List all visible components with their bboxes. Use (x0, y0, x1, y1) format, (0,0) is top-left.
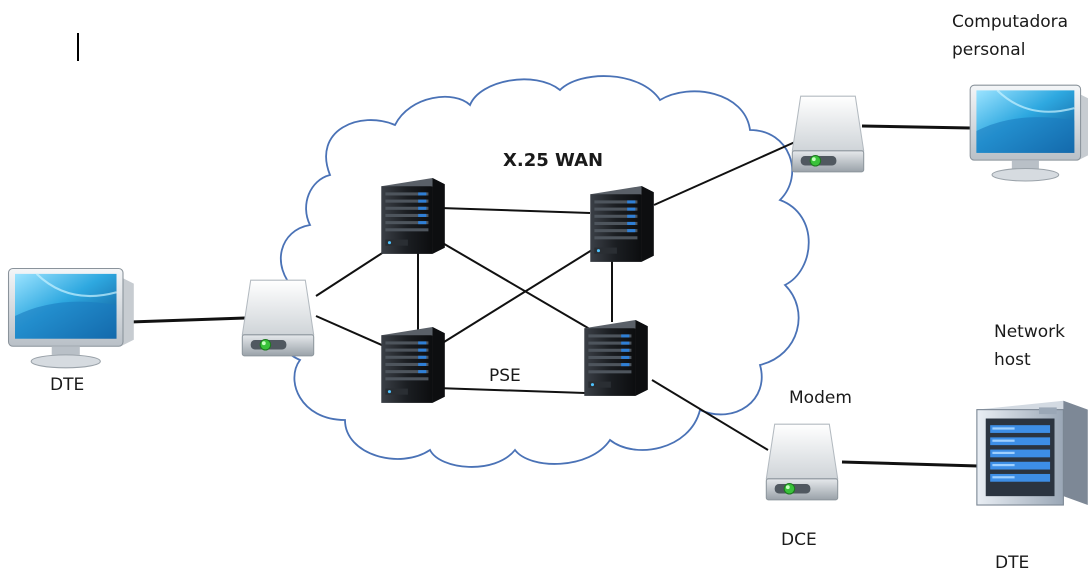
pse-server-bottom-right-icon (584, 320, 648, 396)
left-dte-monitor-icon (7, 267, 134, 369)
bottom-right-dce-modem-icon (765, 423, 839, 501)
pc-label-line1: Computadora (952, 12, 1069, 32)
top-right-dce-modem-icon (791, 95, 865, 173)
network-host-icon (976, 400, 1088, 506)
wan-cloud (274, 75, 810, 468)
pc-label-line2: personal (952, 40, 1026, 60)
network-host-label-line1: Network (994, 322, 1065, 342)
pse-label: PSE (489, 366, 521, 386)
cloud-label: X.25 WAN (503, 150, 604, 171)
modem-label: Modem (789, 388, 852, 408)
left-dce-modem-icon (241, 279, 315, 357)
pse-server-top-left-icon (381, 178, 445, 254)
right-dte-label: DTE (995, 553, 1030, 573)
personal-computer-monitor-icon (969, 84, 1088, 183)
network-host-label-line2: host (994, 350, 1031, 370)
dce-label: DCE (781, 530, 817, 550)
pse-server-bottom-left-icon (381, 327, 445, 403)
left-dte-label: DTE (50, 375, 85, 395)
network-links (129, 124, 979, 468)
text-cursor (77, 33, 79, 61)
pse-server-top-right-icon (590, 186, 654, 262)
